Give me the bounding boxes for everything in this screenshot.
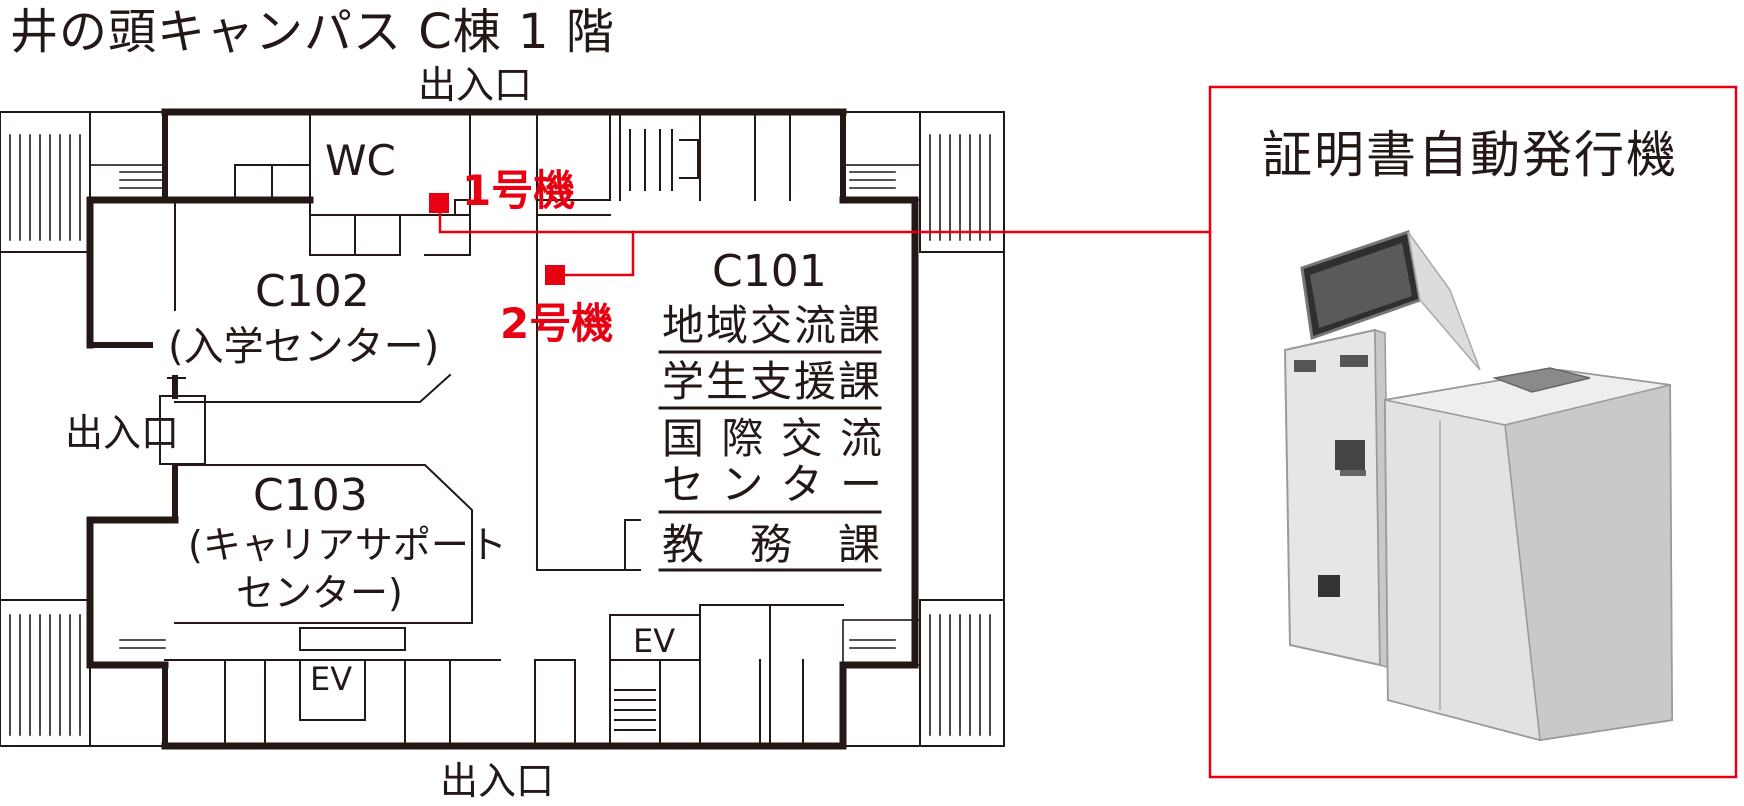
machine-2-marker[interactable] <box>545 265 565 285</box>
elevator-label-right: EV <box>633 622 676 660</box>
entrance-label-bottom: 出入口 <box>440 759 555 803</box>
machine-2-label: 2号機 <box>500 299 614 348</box>
c101-dept-3: 国 際 交 流 <box>662 414 885 463</box>
restroom-label: WC <box>325 136 396 185</box>
room-c102-number: C102 <box>255 266 370 317</box>
room-c101-number: C101 <box>712 246 827 297</box>
room-c103-number: C103 <box>253 470 368 521</box>
c101-dept-5: 教 務 課 <box>662 520 883 569</box>
entrance-label-left: 出入口 <box>65 411 180 455</box>
page-title: 井の頭キャンパス C棟 1 階 <box>10 4 615 60</box>
c101-dept-2: 学生支援課 <box>662 357 883 406</box>
c101-dept-1: 地域交流課 <box>662 301 883 350</box>
machine-1-marker[interactable] <box>429 193 449 213</box>
elevator-label-left: EV <box>310 660 353 698</box>
room-c103-name-2: センター) <box>236 571 403 615</box>
room-c103-name-1: (キャリアサポート <box>188 523 507 567</box>
panel-title: 証明書自動発行機 <box>1262 126 1678 184</box>
machine-1-label: 1号機 <box>462 166 576 215</box>
room-c102-name: (入学センター) <box>168 324 440 370</box>
kiosk-illustration <box>1283 230 1674 742</box>
entrance-label-top: 出入口 <box>418 63 533 107</box>
c101-dept-4: セ ン タ ー <box>662 460 885 509</box>
